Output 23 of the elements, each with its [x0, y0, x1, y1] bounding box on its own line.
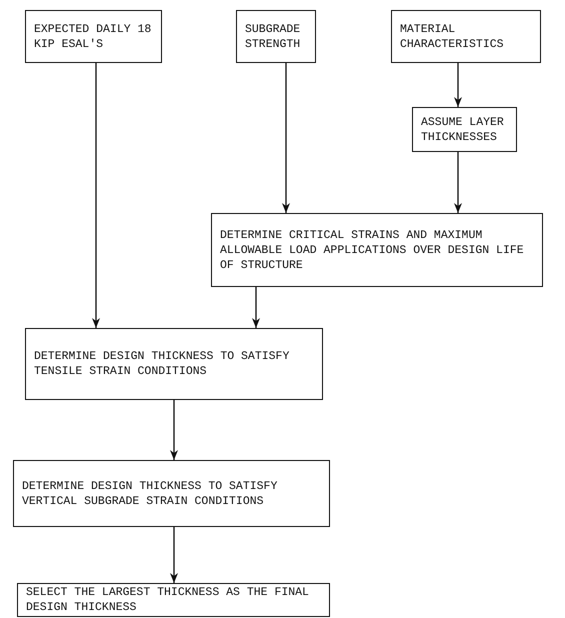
process-box	[17, 583, 330, 617]
arrow	[282, 63, 290, 213]
arrow	[92, 63, 100, 328]
process-box	[13, 460, 330, 527]
process-box	[236, 10, 316, 63]
arrow	[170, 527, 178, 583]
process-box	[25, 328, 323, 400]
box-text: SELECT THE LARGEST THICKNESS AS THE FINAL DESIGN THICKNESS	[26, 585, 310, 615]
box-text: EXPECTED DAILY 18 KIP ESAL'S	[34, 22, 152, 52]
process-box	[25, 10, 162, 63]
process-box	[211, 213, 543, 287]
box-text: DETERMINE CRITICAL STRAINS AND MAXIMUM ALLOWABLE LOAD APPLICATIONS OVER DESIGN LIFE OF STRUCTURE	[220, 228, 525, 272]
process-box	[391, 10, 541, 63]
box-text: ASSUME LAYER THICKNESSES	[421, 114, 505, 144]
box-text: DETERMINE DESIGN THICKNESS TO SATISFY VERTICAL SUBGRADE STRAIN CONDITIONS	[22, 478, 278, 508]
arrow	[170, 400, 178, 460]
arrow	[252, 287, 260, 328]
box-text: DETERMINE DESIGN THICKNESS TO SATISFY TENSILE STRAIN CONDITIONS	[34, 349, 290, 379]
arrow	[454, 63, 462, 107]
box-text: MATERIAL CHARACTERISTICS	[400, 22, 505, 52]
box-text: SUBGRADE STRENGTH	[245, 22, 302, 52]
process-box	[412, 107, 517, 152]
arrow	[454, 152, 462, 213]
